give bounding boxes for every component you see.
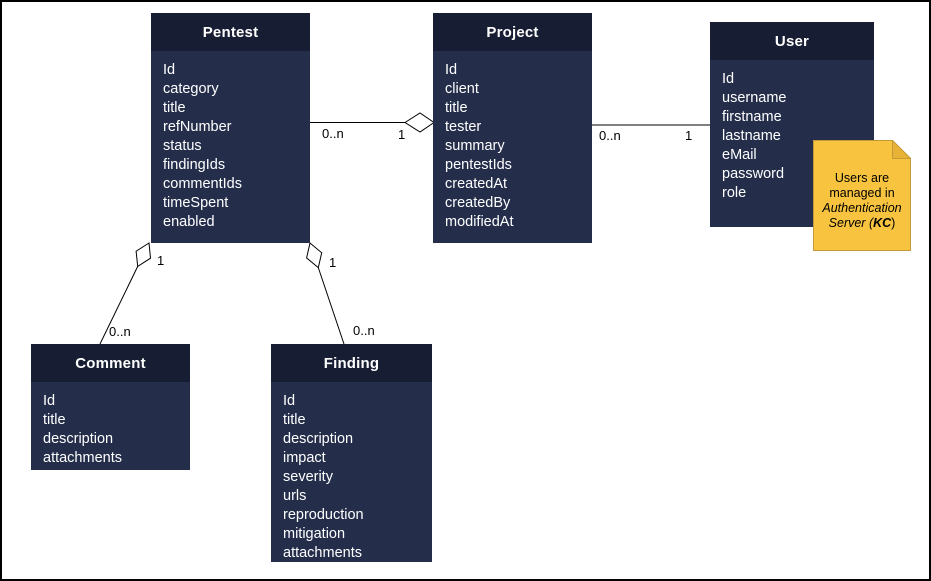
pentest-finding-aggregation-diamond-icon xyxy=(306,242,323,269)
entity-finding-fields: Id title description impact severity urls repr… xyxy=(271,382,432,562)
entity-field: Id xyxy=(163,62,176,78)
entity-field: timeSpent xyxy=(163,195,229,211)
note-line: Authentication xyxy=(822,201,902,215)
entity-field: impact xyxy=(283,450,326,466)
entity-field: summary xyxy=(445,138,505,154)
entity-field: createdAt xyxy=(445,176,508,192)
entity-field: severity xyxy=(283,469,333,485)
multiplicity-pentest-project-target: 1 xyxy=(398,127,406,142)
entity-field: refNumber xyxy=(163,119,232,135)
entity-field: Id xyxy=(283,393,296,409)
entity-finding-title: Finding xyxy=(271,344,432,382)
entity-field: reproduction xyxy=(283,507,364,523)
entity-title-text: Pentest xyxy=(202,23,259,41)
multiplicity-pentest-finding-target: 0..n xyxy=(353,323,375,338)
multiplicity-pentest-comment-source: 1 xyxy=(157,253,165,268)
entity-pentest: Pentest Id category title refNumber status fi… xyxy=(151,13,310,243)
entity-field: status xyxy=(163,138,202,154)
entity-field: enabled xyxy=(163,214,215,230)
entity-field: lastname xyxy=(722,128,781,144)
entity-title-text: Project xyxy=(486,23,539,41)
entity-field: attachments xyxy=(283,545,362,561)
entity-field: urls xyxy=(283,488,307,504)
entity-field: title xyxy=(283,412,306,428)
entity-field: title xyxy=(43,412,66,428)
entity-field: username xyxy=(722,90,787,106)
entity-field: Id xyxy=(43,393,56,409)
entity-title-text: User xyxy=(774,32,810,50)
entity-field: pentestIds xyxy=(445,157,512,173)
entity-field: title xyxy=(445,100,468,116)
note-line: managed in xyxy=(829,186,895,200)
multiplicity-pentest-project-source: 0..n xyxy=(322,126,344,141)
multiplicity-pentest-comment-target: 0..n xyxy=(109,324,131,339)
entity-field: mitigation xyxy=(283,526,346,542)
entity-field: tester xyxy=(445,119,482,135)
entity-pentest-title: Pentest xyxy=(151,13,310,51)
entity-field: client xyxy=(445,81,479,97)
pentest-finding-connector xyxy=(317,267,345,345)
entity-project: Project Id client title tester summary pentes… xyxy=(433,13,592,243)
note-line4-emphasis: KC xyxy=(873,216,892,230)
entity-field: Id xyxy=(722,71,735,87)
entity-user-title: User xyxy=(710,22,874,60)
entity-field: category xyxy=(163,81,219,97)
entity-field: attachments xyxy=(43,450,122,466)
pentest-project-aggregation-diamond-icon xyxy=(404,112,435,133)
entity-field: findingIds xyxy=(163,157,226,173)
entity-comment-title: Comment xyxy=(31,344,190,382)
entity-field: commentIds xyxy=(163,176,242,192)
entity-comment-fields: Id title description attachments xyxy=(31,382,190,470)
entity-field: createdBy xyxy=(445,195,511,211)
note-line: Server (KC) xyxy=(813,216,911,231)
entity-field: role xyxy=(722,185,747,201)
entity-title-text: Comment xyxy=(75,354,146,372)
multiplicity-pentest-finding-source: 1 xyxy=(329,255,337,270)
note-line4-prefix: Server ( xyxy=(828,216,874,230)
entity-field: eMail xyxy=(722,147,757,163)
sticky-note-text: Users are managed in Authentication Serv… xyxy=(813,140,911,251)
entity-field: firstname xyxy=(722,109,782,125)
note-line: Users are xyxy=(834,171,890,185)
entity-user-fields: Id username firstname lastname eMail password… xyxy=(710,60,874,213)
multiplicity-project-user-target: 1 xyxy=(685,128,693,143)
entity-field: modifiedAt xyxy=(445,214,514,230)
entity-project-title: Project xyxy=(433,13,592,51)
pentest-comment-aggregation-diamond-icon xyxy=(135,242,152,268)
multiplicity-project-user-source: 0..n xyxy=(599,128,621,143)
entity-title-text: Finding xyxy=(323,354,380,372)
sticky-note: Users are managed in Authentication Serv… xyxy=(813,139,912,251)
entity-field: password xyxy=(722,166,785,182)
entity-field: description xyxy=(283,431,354,447)
entity-pentest-fields: Id category title refNumber status findingIds… xyxy=(151,51,310,242)
entity-project-fields: Id client title tester summary pentestIds crea… xyxy=(433,51,592,242)
entity-field: Id xyxy=(445,62,458,78)
sticky-note-shape-icon xyxy=(813,139,912,251)
entity-finding: Finding Id title description impact severity… xyxy=(271,344,432,562)
entity-field: title xyxy=(163,100,186,116)
entity-comment: Comment Id title description attachments xyxy=(31,344,190,470)
entity-field: description xyxy=(43,431,114,447)
note-line4-suffix: ) xyxy=(891,216,896,230)
